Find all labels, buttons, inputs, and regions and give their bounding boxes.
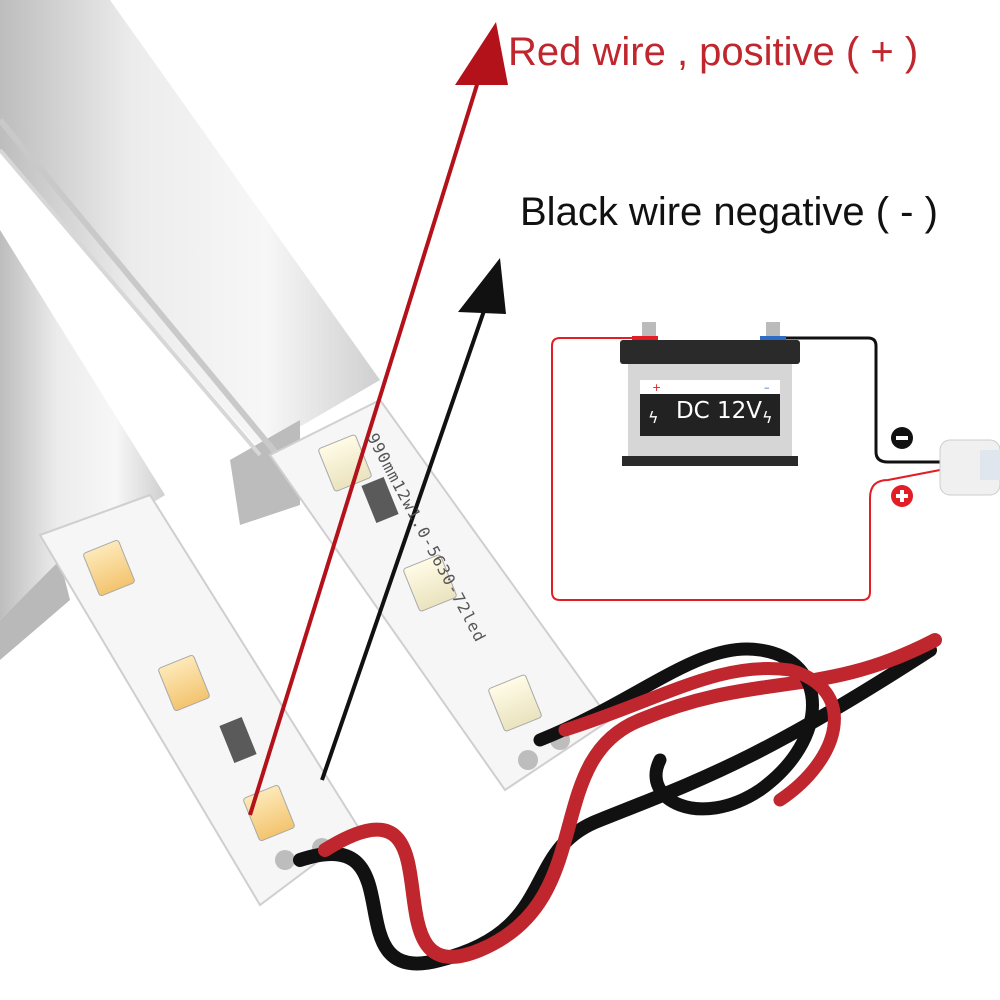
led-chip-icon: [403, 554, 457, 612]
svg-text:ϟ: ϟ: [762, 408, 773, 427]
minus-icon: [891, 427, 913, 449]
black-wire-label: Black wire negative ( - ): [520, 190, 938, 234]
red-wire-label: Red wire , positive ( + ): [508, 30, 919, 74]
svg-text:–: –: [764, 381, 770, 394]
arrow-up-icon: [248, 22, 508, 816]
circuit-positive-wire: [551, 337, 941, 601]
led-chip-icon: [158, 654, 210, 712]
plus-icon: [891, 485, 913, 507]
battery-voltage-label: DC 12V: [675, 398, 763, 424]
led-bar-end-cap: [939, 439, 1000, 496]
battery-circuit: + – ϟ ϟ: [551, 322, 1000, 601]
led-profile-right: [0, 0, 380, 525]
pcb-strip-right: [268, 398, 612, 792]
led-profile-left: [0, 230, 165, 660]
twisted-wires: [293, 633, 942, 971]
pcb-strip-left: [38, 493, 362, 907]
led-chip-icon: [83, 539, 135, 597]
led-chip-icon: [488, 674, 542, 732]
circuit-negative-wire: [775, 336, 940, 464]
arrow-up-icon: [320, 258, 506, 781]
svg-text:ϟ: ϟ: [648, 408, 659, 427]
battery-icon: + – ϟ ϟ: [620, 322, 800, 466]
svg-text:+: +: [652, 381, 661, 394]
